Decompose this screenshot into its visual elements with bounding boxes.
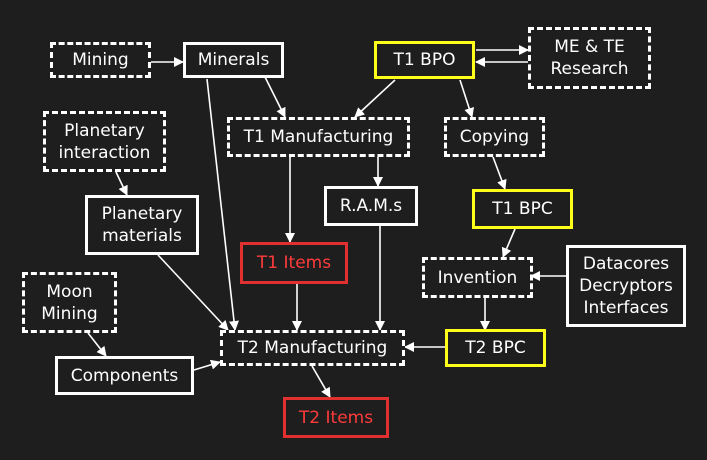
edge-minerals-t1manufacturing: [264, 76, 286, 118]
node-mining: Mining: [50, 42, 151, 78]
node-t1-bpc: T1 BPC: [472, 189, 573, 229]
node-t2-items: T2 Items: [283, 397, 389, 438]
node-rams: R.A.M.s: [324, 186, 418, 226]
edge-planetary-interaction-materials: [115, 171, 128, 196]
edge-minerals-t2manufacturing: [206, 78, 239, 331]
node-planetary-interaction: Planetary interaction: [43, 111, 166, 172]
node-me-te-research: ME & TE Research: [528, 27, 651, 89]
edge-t1bpc-invention: [501, 228, 516, 258]
edge-t1bpo-t1manufacturing: [354, 79, 396, 118]
node-datacores: Datacores Decryptors Interfaces: [566, 245, 686, 327]
node-t1-bpo: T1 BPO: [374, 41, 475, 79]
edge-t2manufacturing-t2items: [311, 365, 331, 398]
node-invention: Invention: [422, 257, 533, 298]
edge-copying-t1bpc: [492, 156, 507, 190]
node-t1-items: T1 Items: [240, 242, 348, 284]
edge-planetary-materials-t2manufacturing: [157, 254, 229, 331]
node-t2-bpc: T2 BPC: [445, 329, 546, 367]
node-minerals: Minerals: [183, 42, 284, 78]
edge-moonmining-components: [87, 332, 107, 357]
edge-t1bpo-copying: [459, 79, 474, 118]
node-moon-mining: Moon Mining: [22, 272, 117, 333]
node-planetary-materials: Planetary materials: [85, 195, 199, 255]
node-copying: Copying: [444, 117, 545, 157]
edge-components-t2manufacturing: [193, 359, 221, 371]
node-components: Components: [55, 356, 194, 395]
node-t2-manufacturing: T2 Manufacturing: [220, 330, 405, 366]
node-t1-manufacturing: T1 Manufacturing: [227, 117, 410, 157]
